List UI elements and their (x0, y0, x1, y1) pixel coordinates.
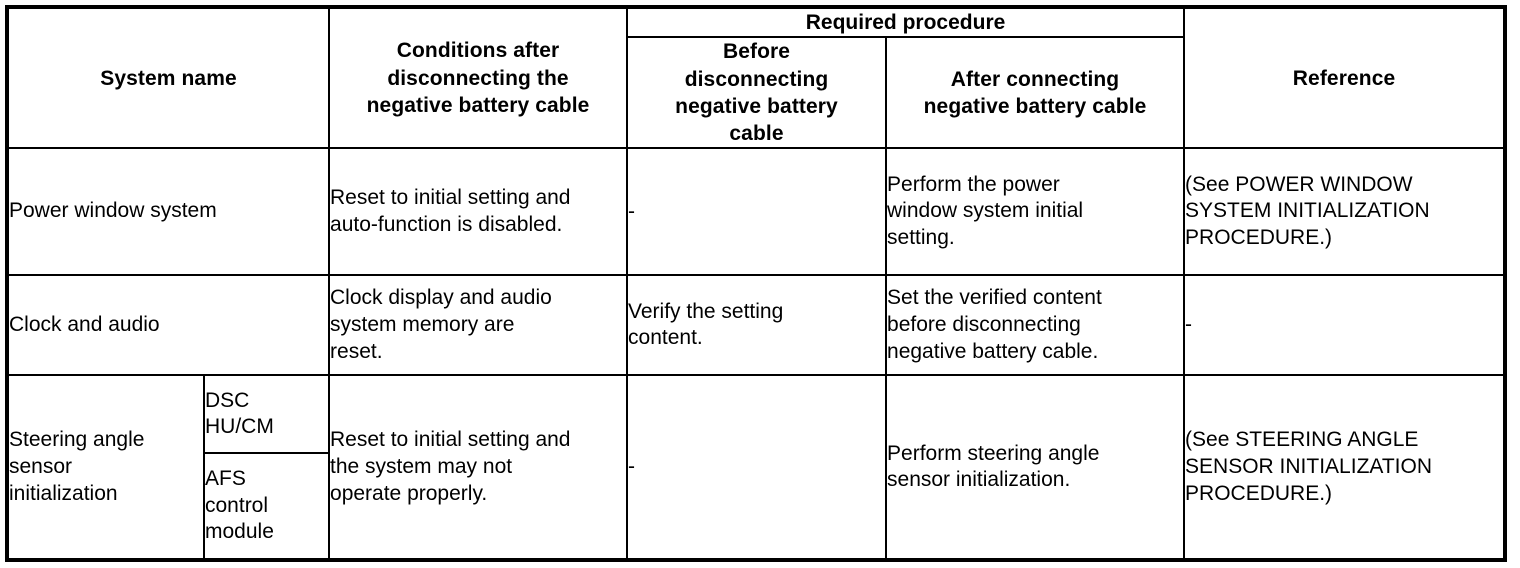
row-system-name: Power window system (5, 147, 331, 276)
row-reference-text: (See STEERING ANGLE SENSOR INITIALIZATIO… (1185, 428, 1433, 505)
header-conditions: Conditions after disconnecting the negat… (328, 5, 629, 150)
row-reference: - (1183, 273, 1507, 377)
header-row-sub: Before disconnecting negative battery ca… (7, 36, 1505, 150)
table-row: AFS control module (7, 452, 1505, 561)
row-system-name-text: Power window system (9, 199, 217, 223)
row-reference-text: - (1185, 313, 1193, 337)
row-conditions: Reset to initial setting and the system … (328, 374, 629, 561)
row-before-text: - (628, 455, 636, 479)
row-subitem-dsc-hu-cm-text: DSC HU/CM (205, 388, 274, 439)
row-conditions-text: Reset to initial setting and auto-functi… (330, 186, 571, 236)
header-conditions-text: Conditions after disconnecting the negat… (366, 39, 590, 117)
table-body: Power window system Reset to initial set… (5, 147, 1507, 561)
header-before-disconnecting: Before disconnecting negative battery ca… (626, 36, 888, 150)
row-after: Perform the power window system initial … (885, 147, 1186, 276)
row-reference: (See STEERING ANGLE SENSOR INITIALIZATIO… (1183, 374, 1507, 561)
header-required-procedure: Required procedure (626, 5, 1186, 39)
header-after-connecting: After connecting negative battery cable (885, 36, 1186, 150)
table-header: System name Conditions after disconnecti… (5, 5, 1507, 150)
table-row: Power window system Reset to initial set… (5, 147, 1507, 276)
row-system-name: Steering angle sensor initialization (6, 374, 205, 561)
row-subitem-afs-control-module-text: AFS control module (205, 467, 274, 544)
row-after-text: Perform the power window system initial … (887, 172, 1084, 250)
row-system-name-text: Steering angle sensor initialization (9, 428, 145, 505)
row-before-text: - (628, 199, 636, 223)
header-after-connecting-text: After connecting negative battery cable (923, 67, 1147, 118)
table-row: Steering angle sensor initialization DSC… (6, 374, 1507, 561)
row-subitem-afs-control-module: AFS control module (202, 452, 331, 561)
header-required-procedure-text: Required procedure (805, 11, 1006, 34)
battery-disconnect-table: System name Conditions after disconnecti… (5, 5, 1508, 562)
row-subitem-dsc-hu-cm: DSC HU/CM (202, 374, 331, 455)
row-after: Set the verified content before disconne… (885, 273, 1186, 377)
row-system-name: Clock and audio (5, 273, 331, 377)
header-system-name: System name (5, 5, 331, 150)
row-after: Perform steering angle sensor initializa… (885, 374, 1186, 561)
row-before: - (626, 147, 888, 276)
row-conditions-text: Clock display and audio system memory ar… (330, 286, 552, 363)
row-after-text: Set the verified content before disconne… (887, 286, 1102, 363)
header-reference-text: Reference (1292, 66, 1396, 90)
row-before-text: Verify the setting content. (628, 299, 784, 350)
row-after-text: Perform steering angle sensor initializa… (887, 441, 1100, 492)
header-before-disconnecting-text: Before disconnecting negative battery ca… (675, 40, 838, 146)
row-before: - (626, 374, 888, 561)
row-conditions-text: Reset to initial setting and the system … (330, 428, 571, 505)
row-reference-text: (See POWER WINDOW SYSTEM INITIALIZATION … (1185, 172, 1430, 250)
header-row-group: System name Conditions after disconnecti… (5, 5, 1507, 150)
table-row: Clock and audio Clock display and audio … (5, 273, 1507, 377)
row-system-name-text: Clock and audio (9, 312, 160, 336)
header-system-name-text: System name (100, 66, 237, 90)
row-conditions: Clock display and audio system memory ar… (328, 273, 629, 377)
row-reference: (See POWER WINDOW SYSTEM INITIALIZATION … (1183, 147, 1507, 276)
row-before: Verify the setting content. (626, 273, 888, 377)
row-conditions: Reset to initial setting and auto-functi… (328, 147, 629, 276)
header-reference: Reference (1183, 5, 1507, 150)
